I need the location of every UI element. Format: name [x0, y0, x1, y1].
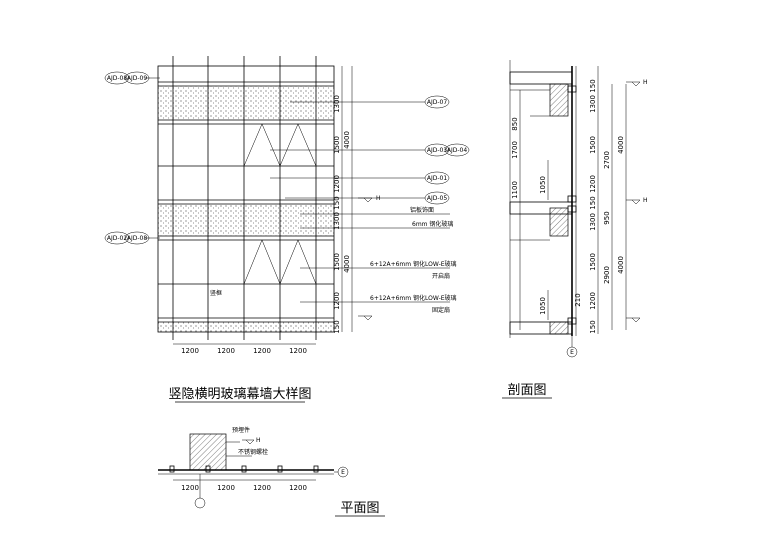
elev-dim-right-4: 150	[333, 196, 341, 209]
sec-dim-right-9: 150	[589, 320, 597, 333]
plan-level-mark: H	[256, 437, 261, 444]
elev-note-b: 6mm 钢化玻璃	[412, 220, 453, 228]
elevation-view: 1200 1200 1200 1200 1300 1500 1200 150 1…	[104, 56, 470, 403]
sec-total-2: 4000	[617, 256, 625, 274]
elev-dim-right-3: 1200	[333, 175, 341, 193]
elev-tag-left-top-2: AJD-09	[127, 75, 147, 82]
elev-tag-right-3: AJD-04	[447, 147, 467, 154]
sec-level-mark-1: H	[643, 79, 648, 86]
plan-axis-label: E	[341, 469, 345, 476]
sec-dim-left-4: 1050	[539, 176, 547, 194]
elev-note-f: 固定扇	[432, 306, 450, 314]
elev-dim-bottom-3: 1200	[253, 347, 271, 355]
sec-dim-right-8: 1200	[589, 292, 597, 310]
plan-note-top: 预埋件	[232, 426, 250, 434]
sec-dim-right-1: 150	[589, 79, 597, 92]
sec-dim-right-2: 1300	[589, 95, 597, 113]
elev-dim-right-1: 1300	[333, 95, 341, 113]
sec-dim-left-1: 850	[511, 117, 519, 130]
sec-level-mark-2: H	[643, 197, 648, 204]
elev-tag-right-2: AJD-03	[427, 147, 447, 154]
sec-dim-right-5: 150	[589, 196, 597, 209]
sec-axis-label: E	[570, 349, 574, 356]
elev-dim-bottom-2: 1200	[217, 347, 235, 355]
elev-tag-right-1: AJD-07	[427, 99, 447, 106]
sec-dim-left-5: 1050	[539, 297, 547, 315]
elev-dim-right-5: 1300	[333, 212, 341, 230]
sec-dim-right-4: 1200	[589, 175, 597, 193]
elev-note-a: 铝板饰面	[410, 206, 434, 214]
elev-tag-left-bottom-1: AJD-02	[107, 235, 127, 242]
elev-dim-right-7: 1200	[333, 292, 341, 310]
sec-dim-right-7: 1500	[589, 253, 597, 271]
plan-dim-bottom-2: 1200	[217, 484, 235, 492]
sec-total-1: 4000	[617, 136, 625, 154]
elev-dim-right-2: 1500	[333, 136, 341, 154]
sec-small-dim: 210	[574, 293, 582, 306]
elev-note-e: 开启扇	[432, 272, 450, 280]
elev-note-g: 竖框	[210, 289, 222, 297]
plan-note-mid: 不锈钢螺栓	[238, 448, 268, 456]
plan-title: 平面图	[340, 501, 379, 516]
elev-dim-bottom-4: 1200	[289, 347, 307, 355]
elev-dim-right-6: 1500	[333, 253, 341, 271]
elev-dim-bottom-1: 1200	[181, 347, 199, 355]
elev-tag-right-5: AJD-05	[427, 195, 447, 202]
sec-dim-mid-2: 950	[603, 211, 611, 224]
elev-tag-left-bottom-2: AJD-08	[127, 235, 147, 242]
elev-dim-right-8: 150	[333, 320, 341, 333]
plan-dim-bottom-1: 1200	[181, 484, 199, 492]
sec-dim-left-2: 1700	[511, 141, 519, 159]
plan-dim-bottom-4: 1200	[289, 484, 307, 492]
sec-dim-left-3: 1100	[511, 181, 519, 199]
elev-tag-left-top-1: AJD-08	[107, 75, 127, 82]
sec-dim-mid-3: 2900	[603, 266, 611, 284]
elev-note-c: 6+12A+6mm 钢化LOW-E玻璃	[370, 260, 457, 268]
section-title: 剖面图	[507, 383, 546, 398]
elev-level-mark: H	[376, 195, 381, 202]
elev-tag-right-4: AJD-01	[427, 175, 447, 182]
sec-dim-right-6: 1300	[589, 213, 597, 231]
elev-note-d: 6+12A+6mm 钢化LOW-E玻璃	[370, 294, 457, 302]
elev-total-2: 4000	[343, 255, 351, 273]
plan-dim-bottom-3: 1200	[253, 484, 271, 492]
sec-dim-mid-1: 2700	[603, 151, 611, 169]
section-view: 850 1700 1100 1050 1050 210 150 1300 150…	[502, 60, 648, 399]
elevation-title: 竖隐横明玻璃幕墙大样图	[168, 387, 311, 402]
sec-dim-right-3: 1500	[589, 136, 597, 154]
elev-total-1: 4000	[343, 131, 351, 149]
plan-view: E 预埋件 H 不锈钢螺栓 1200 1200 1200 1200 平面图	[158, 426, 385, 517]
